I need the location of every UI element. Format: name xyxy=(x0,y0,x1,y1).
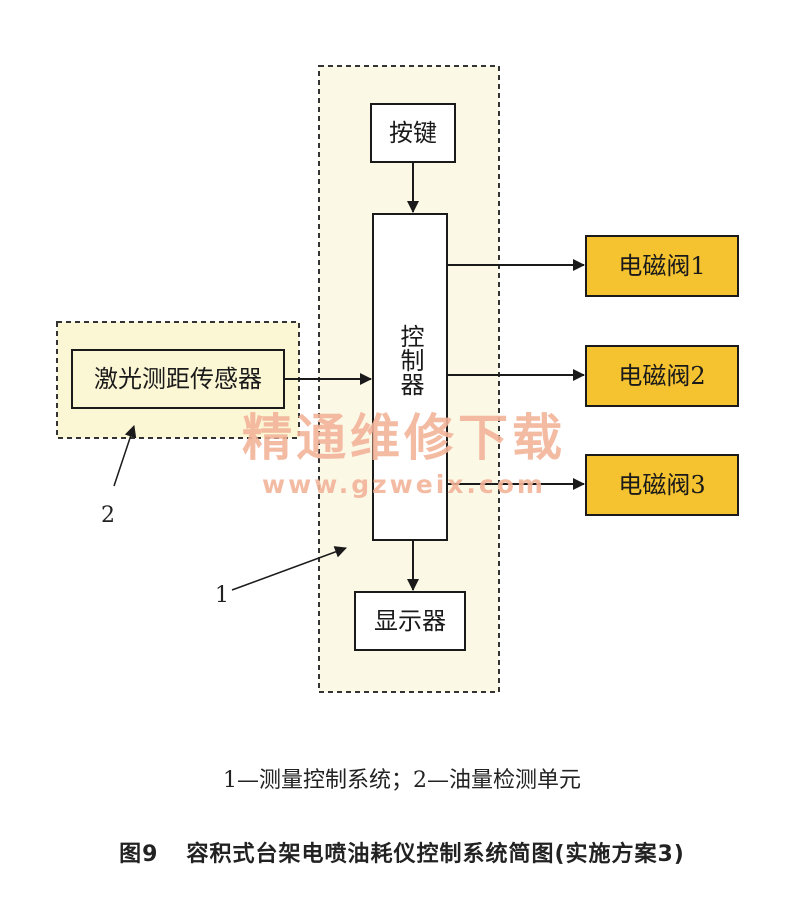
valve3-box: 电磁阀3 xyxy=(585,454,739,516)
valve3-label: 电磁阀3 xyxy=(618,471,705,499)
sensor-box: 激光测距传感器 xyxy=(71,349,285,409)
leader-line-1 xyxy=(231,546,347,591)
figure-caption: 图9 容积式台架电喷油耗仪控制系统简图(实施方案3) xyxy=(0,836,804,868)
figure-number: 图9 xyxy=(119,842,159,867)
leader-line-2 xyxy=(113,425,137,487)
valve1-box: 电磁阀1 xyxy=(585,235,739,297)
key-label: 按键 xyxy=(389,119,437,147)
legend: 1—测量控制系统；2—油量检测单元 xyxy=(223,768,581,793)
sensor-label: 激光测距传感器 xyxy=(94,365,262,393)
valve2-label: 电磁阀2 xyxy=(618,362,705,390)
valve2-box: 电磁阀2 xyxy=(585,345,739,407)
display-label: 显示器 xyxy=(374,607,446,635)
figure-title: 容积式台架电喷油耗仪控制系统简图(实施方案3) xyxy=(186,842,685,867)
controller-label: 控制器 xyxy=(396,324,424,396)
group1-number: 1 xyxy=(215,583,229,608)
watermark-text: 精通维修下载 xyxy=(242,409,566,467)
display-box: 显示器 xyxy=(354,591,466,651)
valve1-label: 电磁阀1 xyxy=(618,252,705,280)
watermark-url: www.gzweix.com xyxy=(262,470,546,499)
system-diagram: 按键 控制器 激光测距传感器 显示器 电磁阀1 电磁阀2 电磁阀3 xyxy=(56,65,739,693)
group2-number: 2 xyxy=(101,503,115,528)
controller-box: 控制器 xyxy=(372,213,448,541)
key-box: 按键 xyxy=(370,103,456,163)
